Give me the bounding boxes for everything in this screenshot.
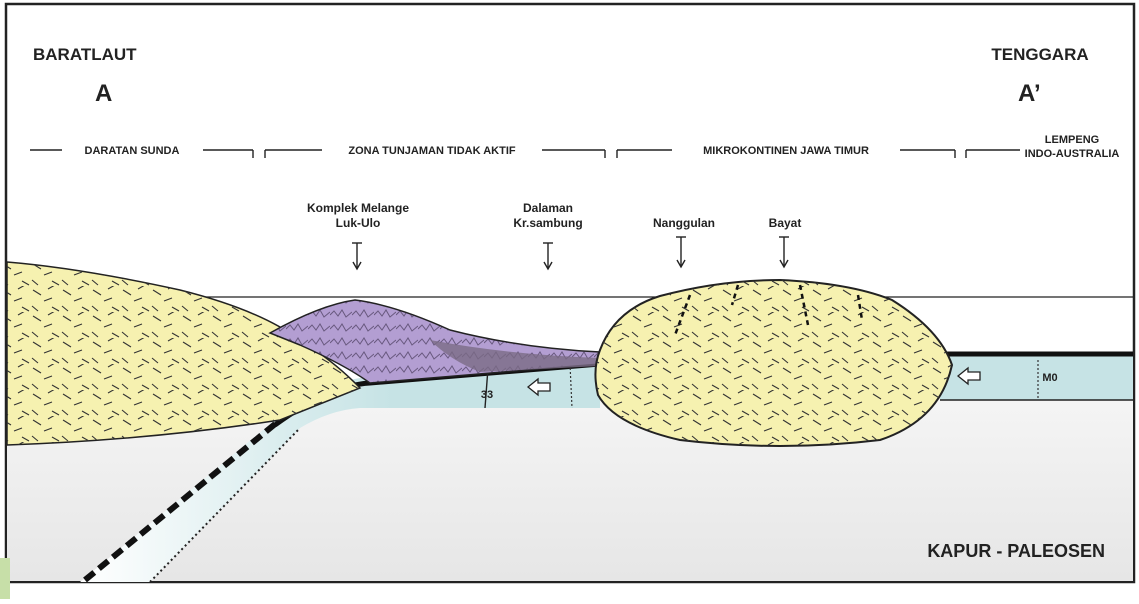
edge-strip <box>0 558 10 599</box>
direction-right: TENGGARA <box>991 45 1088 64</box>
section-label-end: A’ <box>1018 80 1041 107</box>
anomaly-m0-label: M0 <box>1042 372 1057 384</box>
locality-luk-ulo-line1: Komplek Melange <box>307 201 409 215</box>
zone-lempeng-line2: INDO-AUSTRALIA <box>1025 148 1120 160</box>
section-label-start: A <box>95 80 112 107</box>
locality-luk-ulo-line2: Luk-Ulo <box>336 216 381 230</box>
direction-left: BARATLAUT <box>33 45 137 64</box>
microcontinent-texture <box>595 280 952 446</box>
anomaly-33-label: 33 <box>481 389 493 401</box>
locality-dalaman-line1: Dalaman <box>523 201 573 215</box>
locality-nanggulan: Nanggulan <box>653 216 715 230</box>
locality-dalaman-line2: Kr.sambung <box>513 216 582 230</box>
zone-lempeng-line1: LEMPENG <box>1045 134 1099 146</box>
zone-tunjaman: ZONA TUNJAMAN TIDAK AKTIF <box>348 145 516 157</box>
locality-bayat: Bayat <box>769 216 802 230</box>
age-label: KAPUR - PALEOSEN <box>927 541 1105 561</box>
zone-daratan-sunda: DARATAN SUNDA <box>85 145 180 157</box>
zone-mikrokontinen: MIKROKONTINEN JAWA TIMUR <box>703 145 869 157</box>
